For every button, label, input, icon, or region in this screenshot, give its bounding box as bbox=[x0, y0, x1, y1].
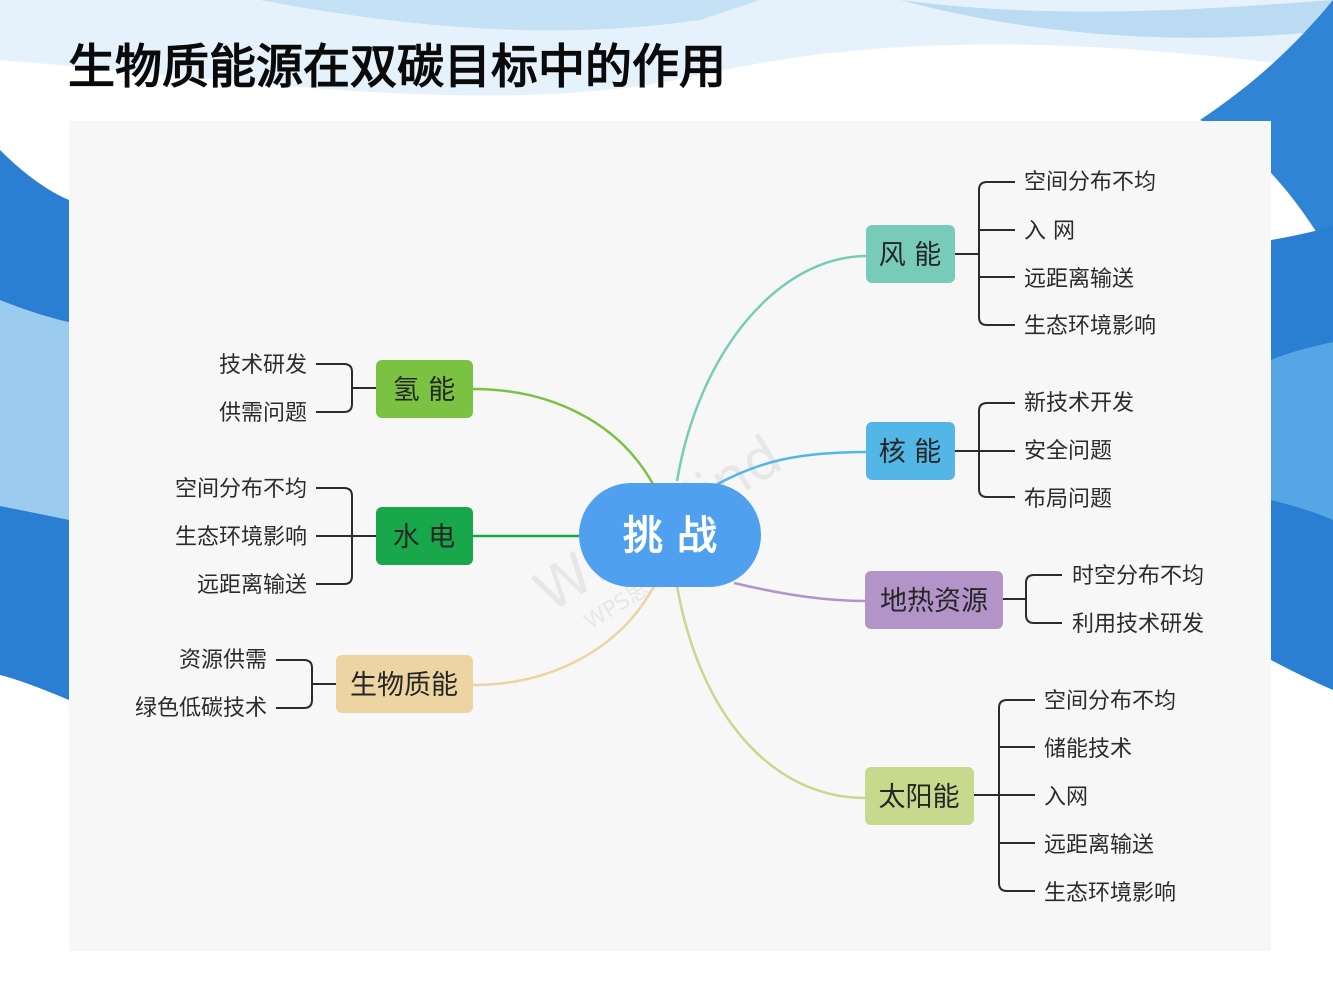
bracket-wind bbox=[955, 181, 1015, 326]
branch-geothermal[interactable]: 地热资源 bbox=[865, 571, 1003, 629]
bracket-solar bbox=[974, 699, 1035, 892]
bracket-nuclear bbox=[955, 402, 1015, 498]
hydro-leaf: 远距离输送 bbox=[197, 573, 307, 598]
branch-solar[interactable]: 太阳能 bbox=[865, 767, 974, 825]
branch-biomass[interactable]: 生物质能 bbox=[336, 655, 473, 713]
connector-solar bbox=[675, 585, 867, 800]
connector-geo bbox=[733, 581, 867, 603]
slide-title: 生物质能源在双碳目标中的作用 bbox=[68, 40, 726, 95]
solar-leaf: 生态环境影响 bbox=[1044, 881, 1176, 906]
bracket-hydrogen bbox=[316, 363, 376, 413]
branch-hydrogen[interactable]: 氢 能 bbox=[376, 360, 473, 418]
hydro-leaf: 生态环境影响 bbox=[175, 525, 307, 550]
branch-biomass-label: 生物质能 bbox=[350, 670, 458, 701]
biomass-leaf: 绿色低碳技术 bbox=[135, 696, 267, 721]
wind-leaf: 空间分布不均 bbox=[1024, 170, 1156, 195]
branch-nuclear-label: 核 能 bbox=[879, 437, 942, 468]
connectors bbox=[472, 254, 868, 800]
geothermal-leaf: 时空分布不均 bbox=[1072, 564, 1204, 589]
bracket-hydro bbox=[316, 487, 376, 585]
nuclear-leaf: 布局问题 bbox=[1024, 487, 1112, 512]
hydrogen-leaf: 技术研发 bbox=[219, 353, 307, 378]
center-label: 挑 战 bbox=[623, 513, 717, 559]
nuclear-leaf: 新技术开发 bbox=[1024, 391, 1134, 416]
branch-wind-label: 风 能 bbox=[879, 240, 942, 271]
solar-leaf: 空间分布不均 bbox=[1044, 689, 1176, 714]
branch-geothermal-label: 地热资源 bbox=[880, 586, 988, 617]
branch-hydro-label: 水 电 bbox=[393, 522, 456, 553]
nuclear-leaf: 安全问题 bbox=[1024, 439, 1112, 464]
bracket-biomass bbox=[276, 659, 336, 709]
biomass-leaf: 资源供需 bbox=[179, 648, 267, 673]
branch-hydro[interactable]: 水 电 bbox=[376, 507, 473, 565]
solar-leaf: 储能技术 bbox=[1044, 737, 1132, 762]
mindmap: WPS Mind WPS思维导图 挑 战 风 能 bbox=[135, 170, 1204, 906]
mindmap-canvas: WPS Mind WPS思维导图 挑 战 风 能 bbox=[69, 121, 1271, 951]
branch-solar-label: 太阳能 bbox=[879, 782, 960, 813]
wind-leaf: 远距离输送 bbox=[1024, 267, 1134, 292]
bracket-geothermal bbox=[1003, 574, 1062, 624]
connector-biomass bbox=[472, 585, 656, 687]
wind-leaf: 入 网 bbox=[1024, 219, 1075, 244]
branch-wind[interactable]: 风 能 bbox=[866, 225, 955, 283]
solar-leaf: 远距离输送 bbox=[1044, 833, 1154, 858]
hydrogen-leaf: 供需问题 bbox=[219, 401, 307, 426]
hydro-leaf: 空间分布不均 bbox=[175, 477, 307, 502]
branch-hydrogen-label: 氢 能 bbox=[393, 375, 456, 406]
solar-leaf: 入网 bbox=[1044, 785, 1088, 810]
connector-wind bbox=[675, 254, 868, 482]
geothermal-leaf: 利用技术研发 bbox=[1072, 612, 1204, 637]
center-node[interactable]: 挑 战 bbox=[579, 483, 761, 587]
connector-hydrogen bbox=[472, 387, 656, 487]
wind-leaf: 生态环境影响 bbox=[1024, 314, 1156, 339]
connector-nuclear bbox=[713, 450, 868, 488]
branch-nuclear[interactable]: 核 能 bbox=[866, 422, 955, 480]
